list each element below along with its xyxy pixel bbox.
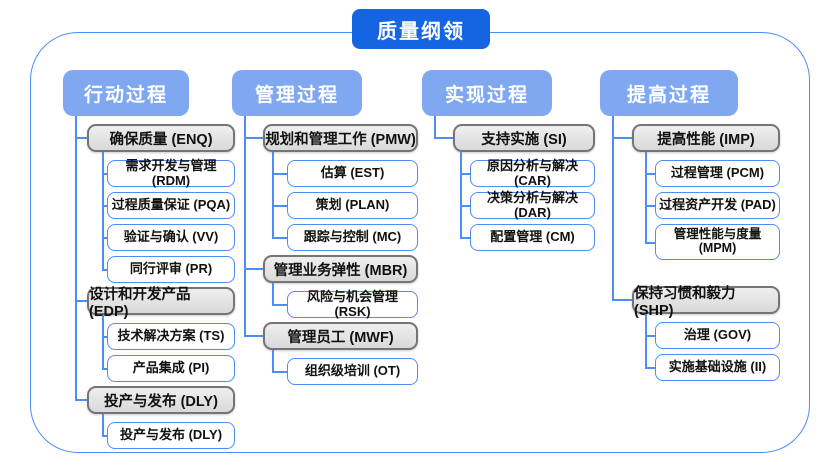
node-plan: 策划 (PLAN) [271, 192, 418, 219]
node-mbr: 管理业务弹性 (MBR) [263, 255, 418, 283]
branch-shp: 保持习惯和毅力 (SHP) 治理 (GOV) 实施基础设施 (II) [600, 286, 780, 381]
node-cm: 配置管理 (CM) [459, 224, 595, 251]
node-mc: 跟踪与控制 (MC) [271, 224, 418, 251]
node-car: 原因分析与解决 (CAR) [459, 159, 595, 187]
node-enq: 确保质量 (ENQ) [87, 124, 235, 152]
node-rdm: 需求开发与管理 (RDM) [101, 159, 235, 187]
diagram-title: 质量纲领 [352, 9, 490, 49]
children-mbr: 风险与机会管理 (RSK) [271, 283, 418, 318]
column-improvement-process: 提高过程 提高性能 (IMP) 过程管理 (PCM) 过程资产开发 (PAD) … [600, 70, 780, 381]
node-edp: 设计和开发产品 (EDP) [87, 287, 235, 320]
column-management-process: 管理过程 规划和管理工作 (PMW) 估算 (EST) 策划 (PLAN) 跟踪… [232, 70, 418, 385]
tree-action-process: 确保质量 (ENQ) 需求开发与管理 (RDM) 过程质量保证 (PQA) 验证… [63, 116, 235, 449]
header-action-process: 行动过程 [63, 70, 189, 116]
node-pqa: 过程质量保证 (PQA) [101, 192, 235, 219]
node-mpm: 管理性能与度量 (MPM) [644, 224, 780, 260]
children-edp: 技术解决方案 (TS) 产品集成 (PI) [101, 315, 235, 382]
node-dar: 决策分析与解决 (DAR) [459, 191, 595, 219]
header-implementation-process: 实现过程 [422, 70, 552, 116]
tree-management-process: 规划和管理工作 (PMW) 估算 (EST) 策划 (PLAN) 跟踪与控制 (… [232, 116, 418, 385]
node-imp: 提高性能 (IMP) [632, 124, 780, 152]
node-ii: 实施基础设施 (II) [644, 354, 780, 381]
node-pcm: 过程管理 (PCM) [644, 160, 780, 187]
branch-mwf: 管理员工 (MWF) 组织级培训 (OT) [232, 322, 418, 385]
node-rsk: 风险与机会管理 (RSK) [271, 290, 418, 318]
node-si: 支持实施 (SI) [453, 124, 595, 152]
tree-implementation-process: 支持实施 (SI) 原因分析与解决 (CAR) 决策分析与解决 (DAR) 配置… [422, 116, 595, 251]
node-pad: 过程资产开发 (PAD) [644, 192, 780, 219]
branch-dly: 投产与发布 (DLY) 投产与发布 (DLY) [63, 386, 235, 449]
children-imp: 过程管理 (PCM) 过程资产开发 (PAD) 管理性能与度量 (MPM) [644, 152, 780, 260]
column-implementation-process: 实现过程 支持实施 (SI) 原因分析与解决 (CAR) 决策分析与解决 (DA… [422, 70, 595, 251]
node-dly: 投产与发布 (DLY) [87, 386, 235, 414]
node-gov: 治理 (GOV) [644, 322, 780, 349]
children-si: 原因分析与解决 (CAR) 决策分析与解决 (DAR) 配置管理 (CM) [459, 152, 595, 251]
branch-si: 支持实施 (SI) 原因分析与解决 (CAR) 决策分析与解决 (DAR) 配置… [422, 124, 595, 251]
node-ot: 组织级培训 (OT) [271, 358, 418, 385]
branch-enq: 确保质量 (ENQ) 需求开发与管理 (RDM) 过程质量保证 (PQA) 验证… [63, 124, 235, 283]
node-mwf: 管理员工 (MWF) [263, 322, 418, 350]
node-ts: 技术解决方案 (TS) [101, 323, 235, 350]
header-management-process: 管理过程 [232, 70, 362, 116]
node-pmw: 规划和管理工作 (PMW) [263, 124, 418, 152]
children-dly: 投产与发布 (DLY) [101, 414, 235, 449]
children-mwf: 组织级培训 (OT) [271, 350, 418, 385]
tree-improvement-process: 提高性能 (IMP) 过程管理 (PCM) 过程资产开发 (PAD) 管理性能与… [600, 116, 780, 381]
node-vv: 验证与确认 (VV) [101, 224, 235, 251]
branch-edp: 设计和开发产品 (EDP) 技术解决方案 (TS) 产品集成 (PI) [63, 287, 235, 382]
node-pi: 产品集成 (PI) [101, 355, 235, 382]
branch-imp: 提高性能 (IMP) 过程管理 (PCM) 过程资产开发 (PAD) 管理性能与… [600, 124, 780, 260]
children-pmw: 估算 (EST) 策划 (PLAN) 跟踪与控制 (MC) [271, 152, 418, 251]
node-dly-child: 投产与发布 (DLY) [101, 422, 235, 449]
header-improvement-process: 提高过程 [600, 70, 738, 116]
node-shp: 保持习惯和毅力 (SHP) [632, 286, 780, 319]
column-action-process: 行动过程 确保质量 (ENQ) 需求开发与管理 (RDM) 过程质量保证 (PQ… [63, 70, 235, 449]
children-enq: 需求开发与管理 (RDM) 过程质量保证 (PQA) 验证与确认 (VV) 同行… [101, 152, 235, 283]
branch-pmw: 规划和管理工作 (PMW) 估算 (EST) 策划 (PLAN) 跟踪与控制 (… [232, 124, 418, 251]
node-pr: 同行评审 (PR) [101, 256, 235, 283]
node-est: 估算 (EST) [271, 160, 418, 187]
children-shp: 治理 (GOV) 实施基础设施 (II) [644, 314, 780, 381]
branch-mbr: 管理业务弹性 (MBR) 风险与机会管理 (RSK) [232, 255, 418, 318]
